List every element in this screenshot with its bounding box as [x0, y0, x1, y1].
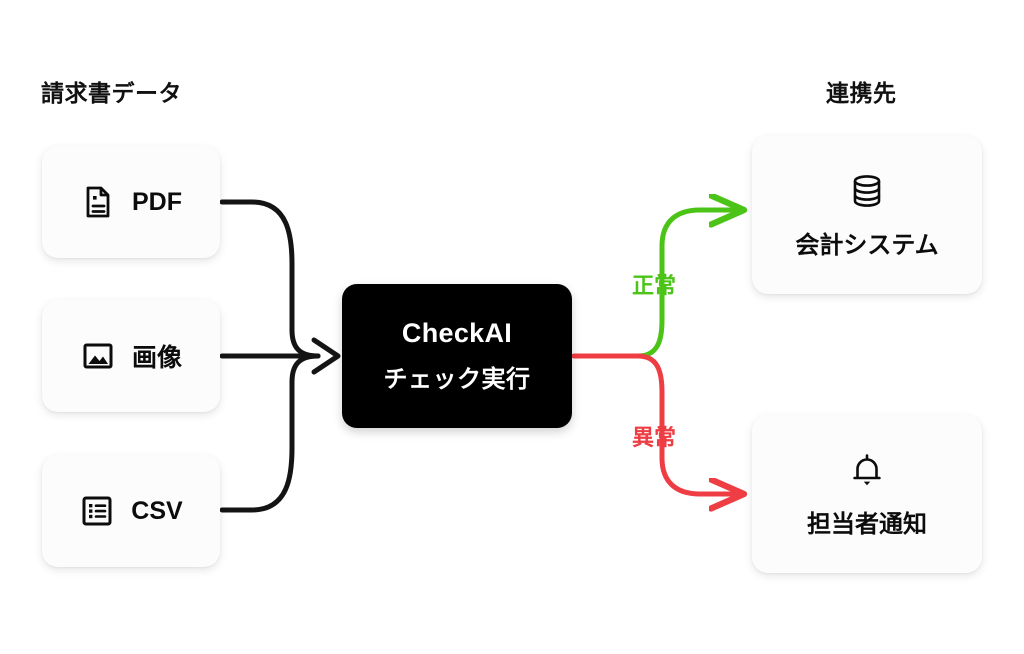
source-card-label: PDF	[132, 187, 182, 216]
edge-label-normal: 正常	[632, 273, 677, 298]
document-icon	[80, 184, 116, 220]
edge-label-abnormal: 異常	[632, 425, 677, 450]
source-card-label: 画像	[131, 344, 182, 372]
source-card-label: CSV	[131, 496, 183, 525]
destination-card-label: 担当者通知	[807, 510, 927, 538]
destination-card-notify[interactable]: 担当者通知	[752, 415, 982, 573]
database-icon	[847, 171, 887, 211]
edge-input-arrowhead	[311, 337, 341, 375]
checkai-processor-node[interactable]: CheckAI チェック実行	[342, 284, 572, 428]
left-column-heading: 請求書データ	[41, 80, 182, 106]
edge-csv-to-check	[219, 353, 321, 513]
edge-pdf-to-check	[219, 199, 321, 359]
source-card-pdf[interactable]: PDF	[42, 146, 220, 258]
list-icon	[79, 493, 115, 529]
destination-card-label: 会計システム	[795, 231, 939, 259]
processor-subtitle: チェック実行	[383, 366, 531, 393]
source-card-csv[interactable]: CSV	[42, 455, 220, 567]
source-card-image[interactable]: 画像	[42, 300, 220, 412]
right-column-heading: 連携先	[826, 80, 897, 106]
image-icon	[80, 338, 116, 374]
destination-card-accounting[interactable]: 会計システム	[752, 136, 982, 294]
bell-icon	[847, 450, 887, 490]
processor-title: CheckAI	[401, 318, 513, 348]
